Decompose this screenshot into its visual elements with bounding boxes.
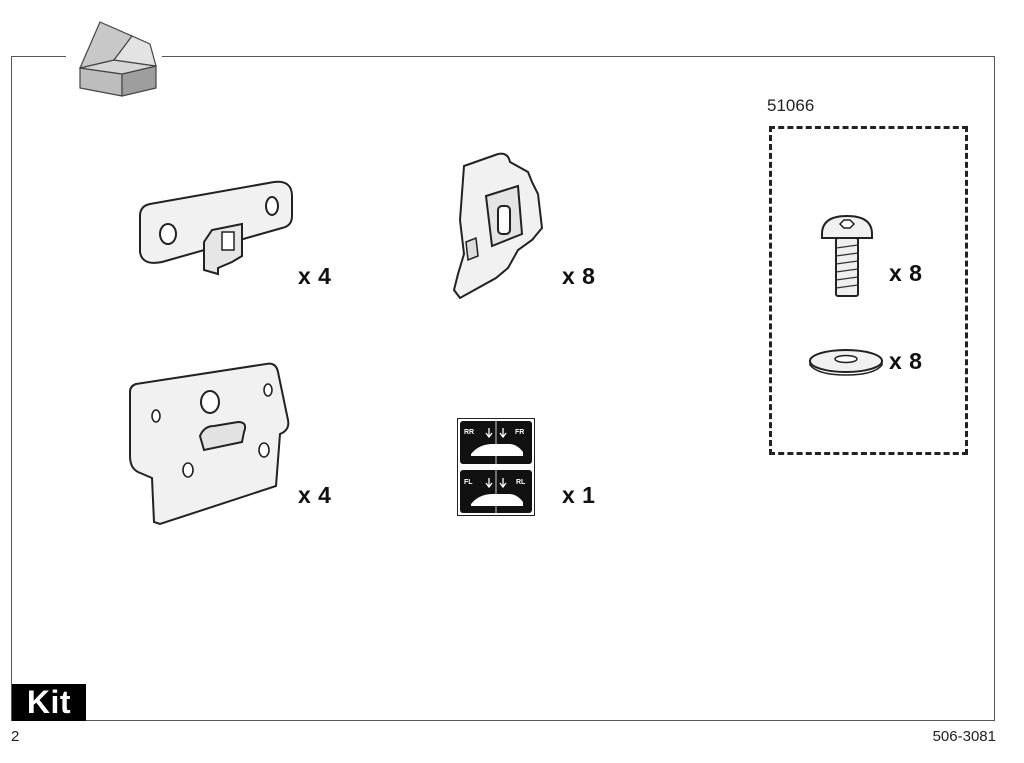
open-box-icon (66, 14, 162, 98)
position-decal-drawing: RR FR FL RL (457, 418, 535, 516)
hinge-plate-drawing (129, 362, 290, 526)
page-frame (11, 56, 995, 721)
screw-quantity: x 8 (889, 260, 923, 286)
clip-quantity: x 8 (562, 263, 596, 289)
screw-drawing (821, 214, 873, 297)
clip-drawing (452, 152, 544, 300)
page-number: 2 (11, 728, 20, 745)
washer-drawing (809, 349, 883, 376)
kit-group-box (769, 126, 968, 455)
position-decal-quantity: x 1 (562, 482, 596, 508)
decal-label-rr: RR (464, 429, 474, 436)
decal-label-fr: FR (515, 429, 524, 436)
bracket-plate-drawing (139, 180, 293, 276)
kit-part-number: 51066 (767, 96, 815, 115)
kit-badge: Kit (12, 684, 86, 721)
hinge-plate-quantity: x 4 (298, 482, 332, 508)
decal-label-fl: FL (464, 479, 473, 486)
washer-quantity: x 8 (889, 348, 923, 374)
document-number: 506-3081 (932, 728, 996, 745)
decal-label-rl: RL (516, 479, 526, 486)
bracket-plate-quantity: x 4 (298, 263, 332, 289)
